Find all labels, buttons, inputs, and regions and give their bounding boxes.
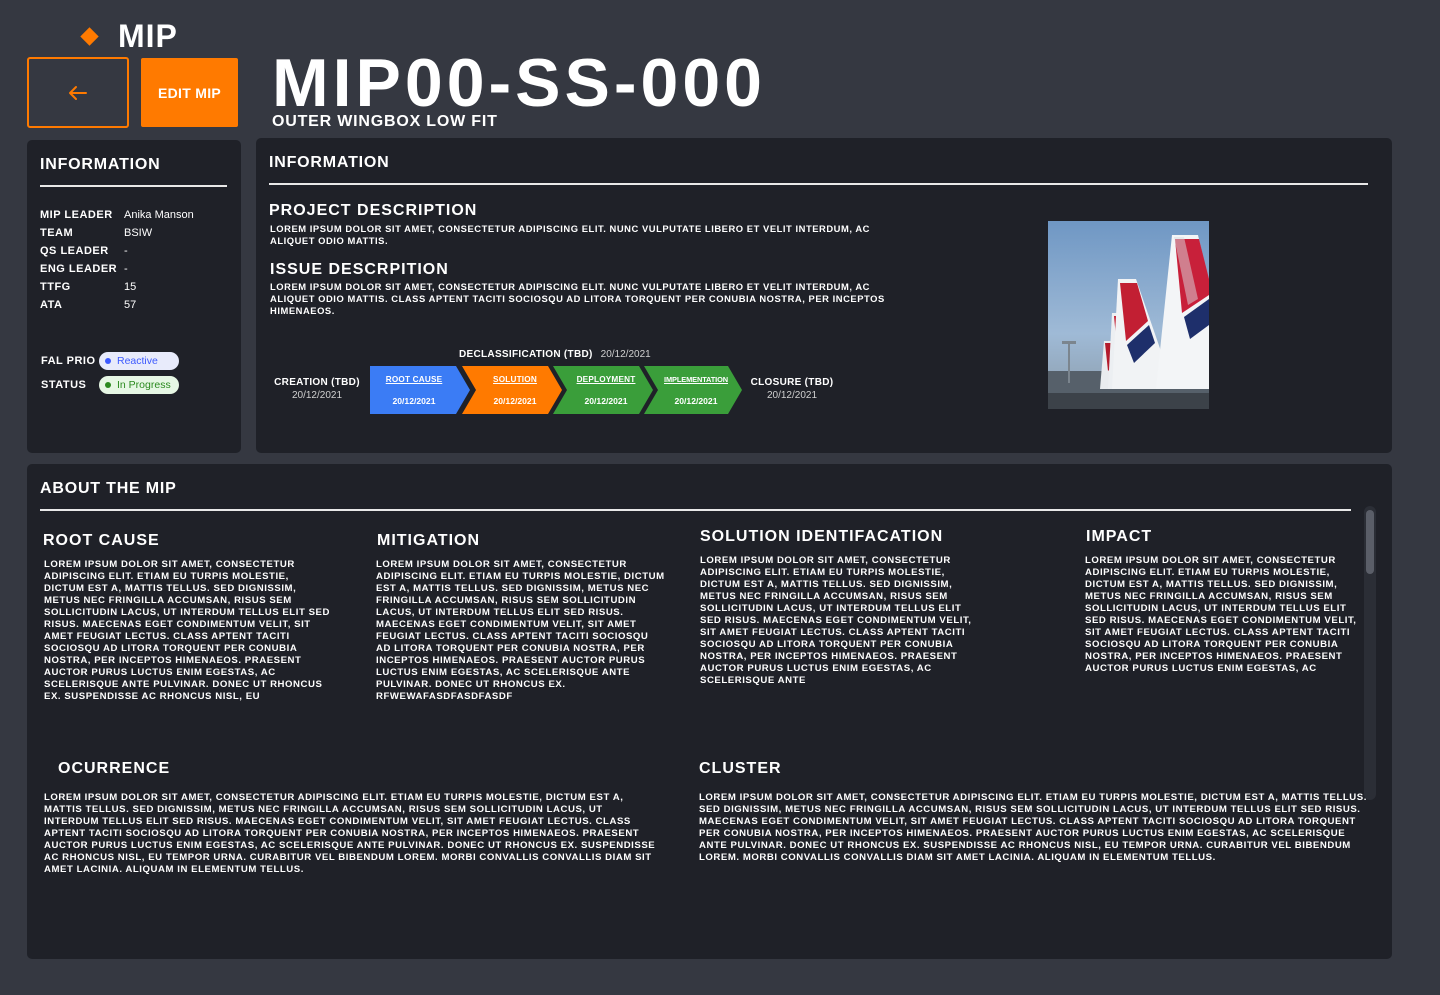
about-panel-divider xyxy=(40,509,1351,511)
ocurrence-text: LOREM IPSUM DOLOR SIT AMET, CONSECTETUR … xyxy=(44,792,656,875)
info-panel-divider xyxy=(269,183,1368,185)
field-eng-leader: ENG LEADER - xyxy=(40,263,128,275)
stage-date: 20/12/2021 xyxy=(392,396,436,406)
aircraft-tails-image xyxy=(1048,221,1209,409)
scrollbar-track[interactable] xyxy=(1364,506,1376,800)
brand: MIP xyxy=(80,18,178,54)
field-mip-leader: MIP LEADER Anika Manson xyxy=(40,209,194,221)
declassification-date: 20/12/2021 xyxy=(600,349,651,360)
solution-text: LOREM IPSUM DOLOR SIT AMET, CONSECTETUR … xyxy=(700,555,972,686)
declassification-milestone: DECLASSIFICATION (TBD) 20/12/2021 xyxy=(459,349,651,360)
field-ttfg: TTFG 15 xyxy=(40,281,137,293)
issue-description-title: ISSUE DESCRPITION xyxy=(270,261,449,278)
chevron-shape xyxy=(553,366,653,414)
status-dot-icon xyxy=(105,382,111,388)
issue-description-text: LOREM IPSUM DOLOR SIT AMET, CONSECTETUR … xyxy=(270,281,885,316)
stage-label: ROOT CAUSE xyxy=(385,375,443,384)
cluster-title: CLUSTER xyxy=(699,760,782,777)
closure-date: 20/12/2021 xyxy=(766,390,818,401)
impact-text: LOREM IPSUM DOLOR SIT AMET, CONSECTETUR … xyxy=(1085,555,1357,674)
stage-label: DEPLOYMENT xyxy=(576,375,636,384)
stage-date: 20/12/2021 xyxy=(584,396,628,406)
creation-date: 20/12/2021 xyxy=(291,390,343,401)
page-title: MIP00-SS-000 xyxy=(272,45,766,121)
fal-prio-row: FAL PRIO Reactive xyxy=(41,352,179,370)
about-panel xyxy=(27,464,1392,959)
stage-solution[interactable]: SOLUTION 20/12/2021 xyxy=(462,366,562,414)
diamond-icon xyxy=(80,26,99,46)
about-panel-title: ABOUT THE MIP xyxy=(40,480,177,497)
field-qs-leader: QS LEADER - xyxy=(40,245,128,257)
status-badge[interactable]: In Progress xyxy=(99,376,179,394)
edit-mip-button[interactable]: EDIT MIP xyxy=(141,58,238,127)
stage-label: SOLUTION xyxy=(493,375,537,384)
creation-label: CREATION (TBD) xyxy=(274,377,360,388)
chevron-shape xyxy=(370,366,470,414)
declassification-label: DECLASSIFICATION (TBD) xyxy=(459,349,593,360)
scrollbar-thumb[interactable] xyxy=(1366,510,1374,574)
ocurrence-title: OCURRENCE xyxy=(58,760,171,777)
stage-deployment[interactable]: DEPLOYMENT 20/12/2021 xyxy=(553,366,653,414)
stage-label: IMPLEMENTATION xyxy=(663,375,728,384)
root-cause-title: ROOT CAUSE xyxy=(43,532,160,549)
information-sidebar-panel: INFORMATION MIP LEADER Anika Manson TEAM… xyxy=(27,140,241,453)
info-fields: MIP LEADER Anika Manson TEAM BSIW QS LEA… xyxy=(40,206,194,314)
stage-root-cause[interactable]: ROOT CAUSE 20/12/2021 xyxy=(370,366,470,414)
info-panel-title: INFORMATION xyxy=(269,154,390,171)
closure-label: CLOSURE (TBD) xyxy=(750,377,834,388)
brand-name: MIP xyxy=(118,17,178,54)
status-label: STATUS xyxy=(41,379,87,391)
page-subtitle: OUTER WINGBOX LOW FIT xyxy=(272,113,498,130)
project-description-text: LOREM IPSUM DOLOR SIT AMET, CONSECTETUR … xyxy=(270,223,870,246)
field-ata: ATA 57 xyxy=(40,299,137,311)
cluster-text: LOREM IPSUM DOLOR SIT AMET, CONSECTETUR … xyxy=(699,792,1367,863)
stage-date: 20/12/2021 xyxy=(674,396,718,406)
arrow-left-icon xyxy=(69,85,87,100)
field-team: TEAM BSIW xyxy=(40,227,153,239)
impact-title: IMPACT xyxy=(1086,528,1153,545)
status-dot-icon xyxy=(105,358,111,364)
back-button[interactable] xyxy=(27,57,129,128)
aircraft-tails-illustration xyxy=(1048,221,1209,409)
mitigation-title: MITIGATION xyxy=(377,532,481,549)
closure-milestone: CLOSURE (TBD) 20/12/2021 xyxy=(746,377,838,401)
chevron-shape xyxy=(462,366,562,414)
mitigation-text: LOREM IPSUM DOLOR SIT AMET, CONSECTETUR … xyxy=(376,559,665,702)
stage-implementation[interactable]: IMPLEMENTATION 20/12/2021 xyxy=(644,366,742,414)
chevron-shape xyxy=(644,366,742,414)
left-panel-divider xyxy=(40,185,227,187)
project-description-title: PROJECT DESCRIPTION xyxy=(269,202,478,219)
fal-prio-label: FAL PRIO xyxy=(41,355,96,367)
fal-prio-badge[interactable]: Reactive xyxy=(99,352,179,370)
stage-date: 20/12/2021 xyxy=(493,396,537,406)
status-row: STATUS In Progress xyxy=(41,376,179,394)
solution-title: SOLUTION IDENTIFACATION xyxy=(700,528,944,545)
left-panel-title: INFORMATION xyxy=(40,156,161,173)
root-cause-text: LOREM IPSUM DOLOR SIT AMET, CONSECTETUR … xyxy=(44,559,330,702)
creation-milestone: CREATION (TBD) 20/12/2021 xyxy=(272,377,362,401)
